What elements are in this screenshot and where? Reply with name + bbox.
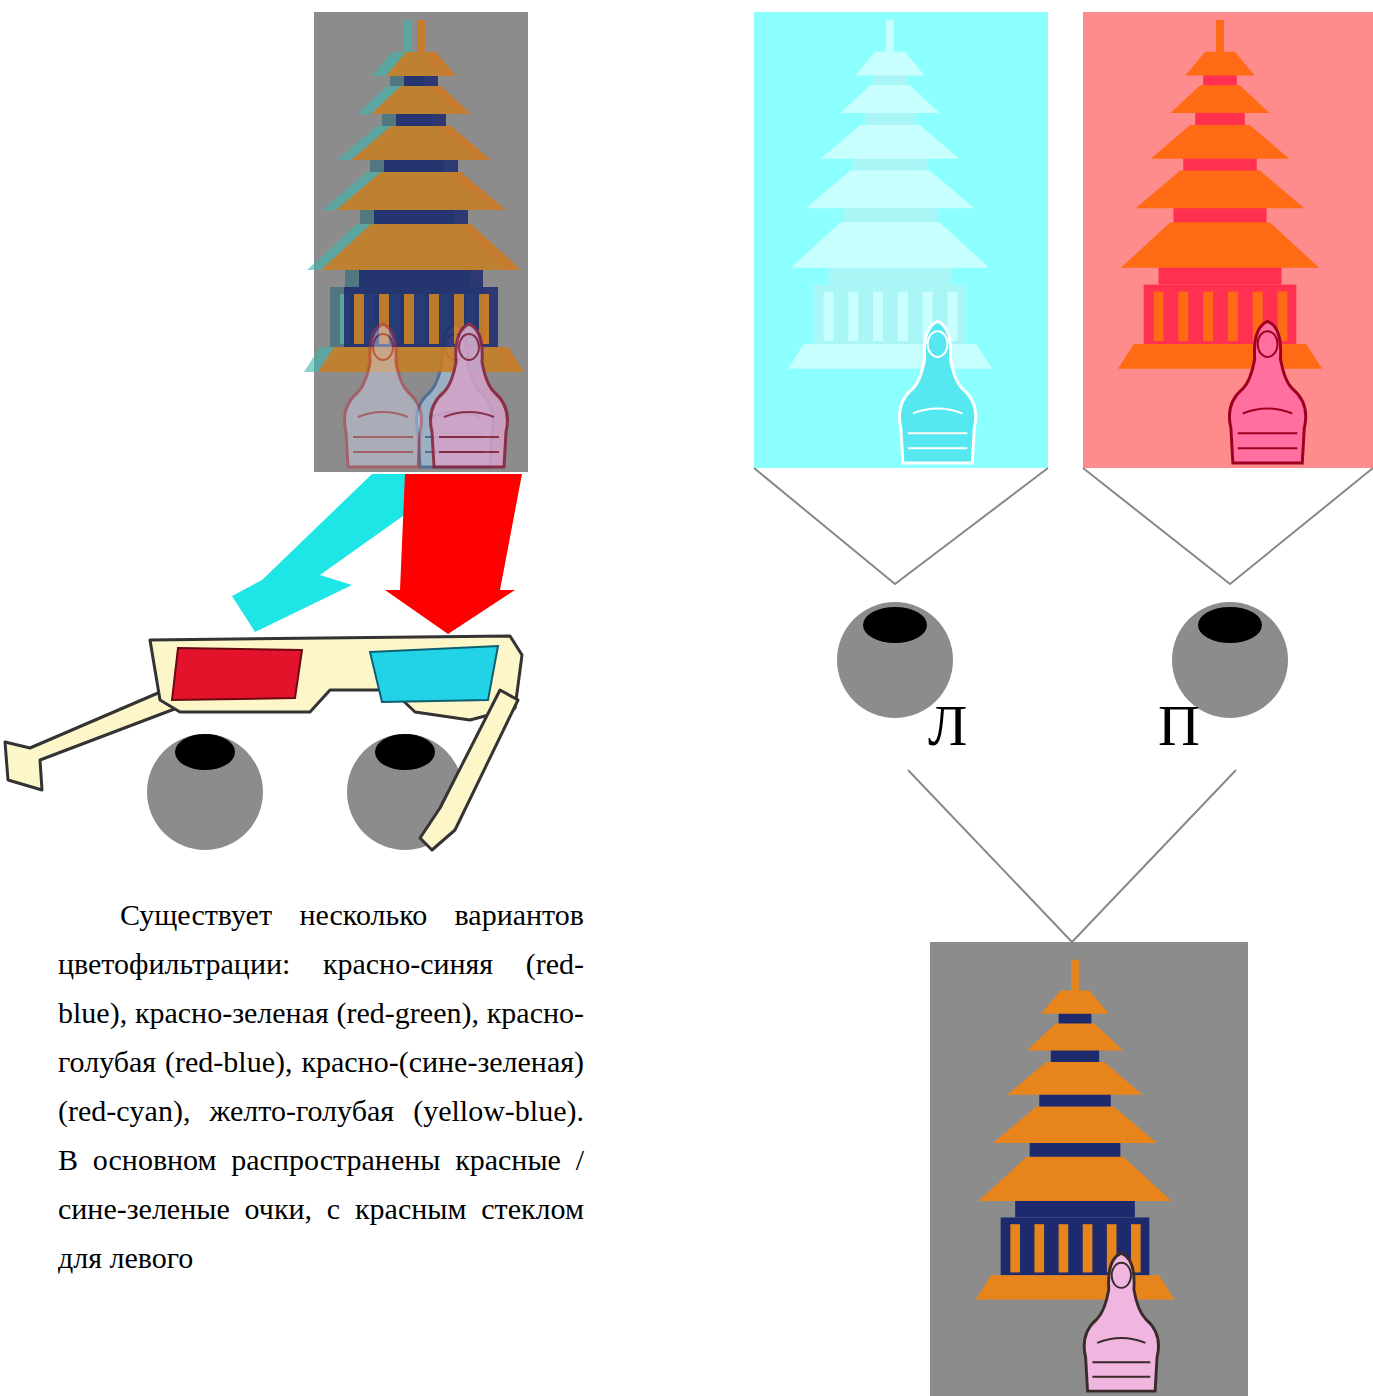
view-line [754, 468, 1048, 584]
pupil [375, 734, 435, 770]
pupil [1198, 607, 1262, 643]
pupil [175, 734, 235, 770]
eye-letter: Л [928, 696, 967, 756]
pupil [863, 607, 927, 643]
pagoda-fused [976, 960, 1175, 1391]
view-line [1083, 468, 1373, 584]
pagoda-cyan [788, 20, 992, 463]
cyan-view [754, 12, 1048, 468]
pagoda-red [1118, 20, 1322, 463]
eye-letter: П [1158, 696, 1200, 756]
buddha-left-ghost [232, 20, 438, 467]
fused-image [930, 942, 1248, 1396]
glasses-temple [420, 690, 518, 850]
eyeball [147, 734, 263, 850]
fusion-line [908, 770, 1236, 942]
red-view [1083, 12, 1373, 468]
glasses-temple [5, 690, 185, 790]
body-paragraph: Существует несколько вариантов цветофиль… [58, 890, 584, 1282]
cyan-lens [370, 646, 498, 702]
red-arrow [385, 474, 522, 634]
red-lens [172, 648, 302, 700]
glasses-frame [150, 636, 522, 720]
